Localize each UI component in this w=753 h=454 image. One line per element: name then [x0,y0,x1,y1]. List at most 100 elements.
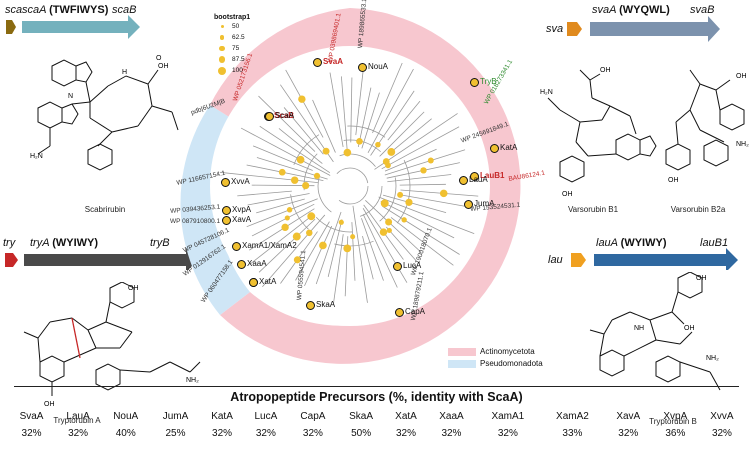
tip-marker-icon [490,144,499,153]
bootstrap-dots [278,95,448,264]
sca-prefix-arrow [6,20,16,34]
table-value-cell: 50% [351,428,372,439]
bootstrap-dot [343,148,352,157]
svg-text:OH: OH [158,63,169,70]
tree-branch [384,148,437,172]
tree-branch [384,149,466,176]
sva-prefix-arrow [567,22,582,36]
tree-branch [258,218,316,273]
bootstrap-dot [439,189,448,198]
tree-branch [380,200,455,239]
table-header-cell: XavA [616,411,641,422]
bootstrap-dot [386,227,392,234]
tip-marker-icon [393,262,402,271]
legend-swatch [448,347,476,356]
tree-branch [386,226,417,262]
bootstrap-dot [427,157,434,164]
bootstrap-legend-item: 100 [214,65,274,76]
bootstrap-dot-icon [220,25,224,28]
tree-branch [258,95,316,152]
bootstrap-value: 62.5 [231,34,245,41]
tree-branch [246,198,318,228]
svg-text:OH: OH [684,325,695,332]
tree-branch [378,196,475,235]
tree-branch [372,62,403,134]
bootstrap-dot [385,218,393,226]
tree-branch [387,100,421,141]
bootstrap-dot [307,212,316,221]
table-value-cell: 40% [115,428,136,439]
svg-text:OH: OH [668,177,679,184]
table-header-cell: SkaA [349,411,374,422]
tree-branch [252,145,313,171]
tip-marker-icon [249,278,258,287]
try-gene-a-label: tryA (WYIWY) [30,237,99,249]
tree-branch [400,189,479,197]
bootstrap-dot [338,219,344,225]
tree-branch [285,69,324,138]
table-header-cell: LucA [254,411,278,422]
try-gene-arrow [24,248,198,270]
tree-branch [379,111,425,157]
legend-actinomycetota: Actinomycetota [448,347,543,356]
try-gene-arrows [5,248,198,270]
svg-text:OH: OH [736,73,747,80]
tree-branch [304,225,333,287]
tree-branch [256,198,305,214]
tree-branch [352,205,368,303]
svg-text:NH: NH [634,325,644,332]
table-header-cell: JumA [162,411,189,422]
tree-branch [382,205,460,255]
tip-marker-icon [459,176,468,185]
bootstrap-dot [343,244,352,253]
tip-name: XvvA [231,177,250,186]
lau-gene-arrow [594,248,738,270]
tip-name: KatA [500,143,518,152]
varsorubin-b2a-caption: Varsorubin B2a [670,205,726,214]
tree-branch [351,222,356,281]
table-header-cell: SvaA [19,411,44,422]
tip-marker-icon [313,58,322,67]
bootstrap-dot [356,137,363,145]
varsorubin-b1-caption: Varsorubin B1 [567,205,619,214]
sca-gene-b-label: scaB [112,4,137,16]
tree-branch [251,203,315,237]
tip-marker-icon [470,78,479,87]
sca-gene-a-label: scaA (TWFIWYS) [22,4,109,16]
bootstrap-legend-item: 87.5 [214,54,274,65]
phylogenetic-tree [180,8,521,364]
table-value-cell: 32% [711,428,732,439]
tip-marker-icon [306,301,315,310]
bootstrap-value: 50 [232,23,240,30]
bootstrap-dot [306,229,313,237]
sva-gene-b-label: svaB [690,4,715,16]
try-prefix-arrow [5,253,18,267]
bootstrap-dot [387,148,396,156]
tree-branch [381,126,460,170]
bootstrap-value: 100 [232,67,243,74]
panel-sva-cluster: sva svaA (WYQWL) svaB [540,0,753,240]
bootstrap-dot [401,217,407,223]
legend-swatch [448,359,476,368]
tree-branch [362,214,398,288]
table-header-cell: NouA [113,411,139,422]
sva-gene-arrows [567,16,720,42]
bootstrap-legend-item: 75 [214,43,274,54]
bootstrap-dot [296,155,305,164]
scabrirubin-structure: H₂N OH O N H [30,55,179,171]
tree-branches [219,62,479,304]
tree-branch [390,217,454,266]
tip-accession: WP 087910800.1 [170,218,221,225]
tree-branch [365,200,422,253]
tip-name: LucA [403,261,422,270]
tree-branch [367,68,414,153]
svg-text:NH₂: NH₂ [736,141,749,148]
tip-name: JumA [474,199,495,208]
table-header-cell: XvvA [710,411,734,422]
svg-text:OH: OH [600,67,611,74]
try-prefix-label: try [3,237,16,249]
sva-gene-arrow [590,16,720,42]
tree-branch [382,194,447,214]
lau-prefix-label: lau [548,254,563,266]
